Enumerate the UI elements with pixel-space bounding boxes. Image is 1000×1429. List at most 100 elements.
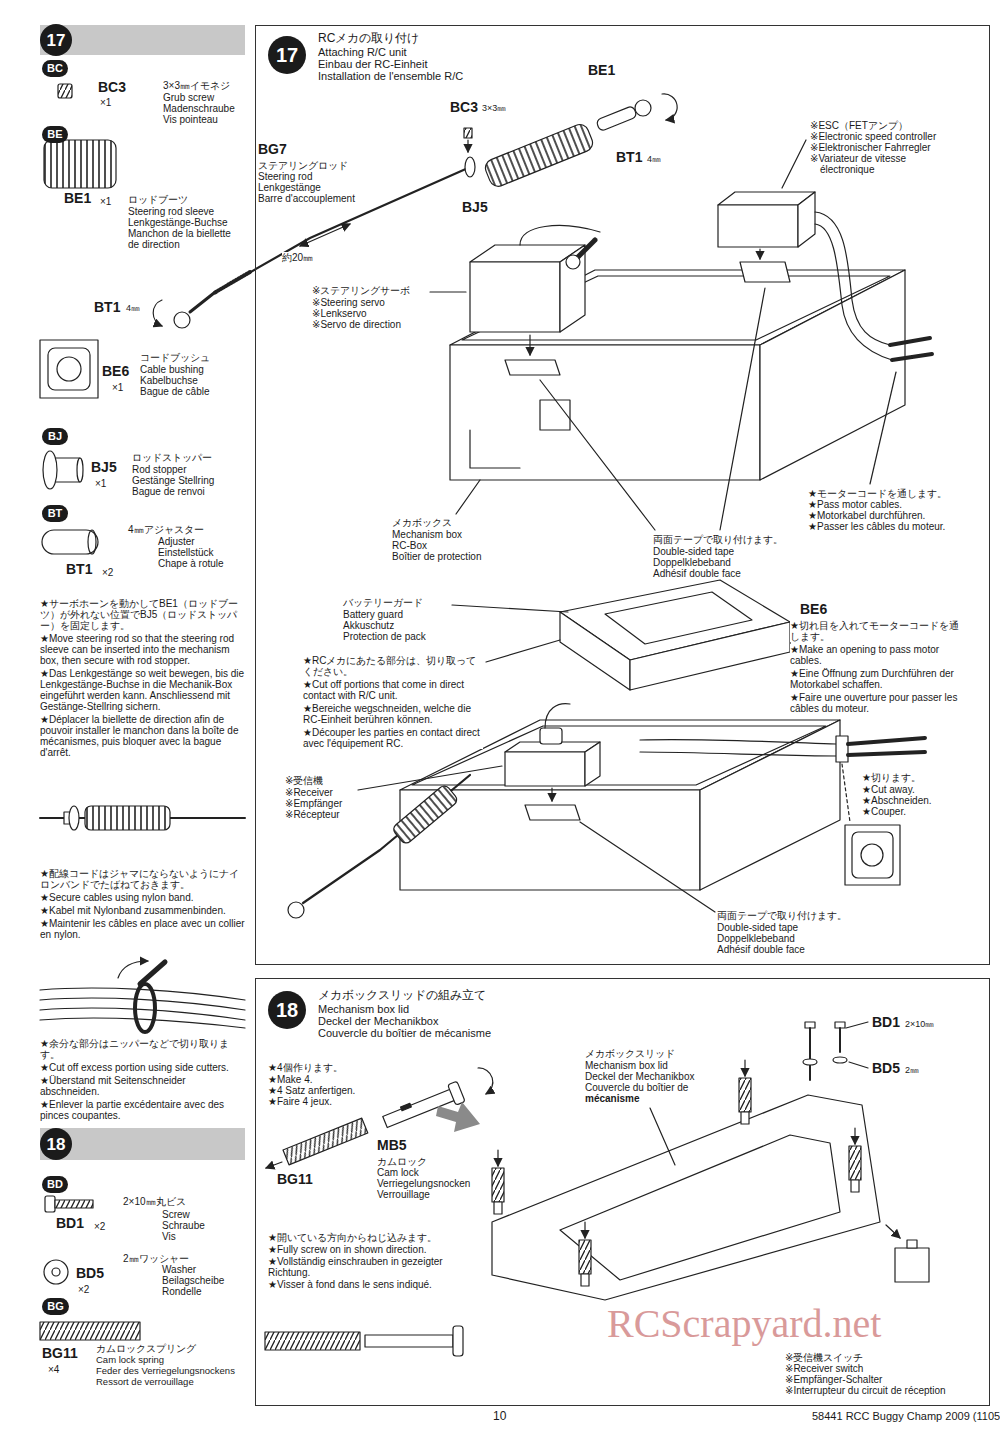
label-text: Protection de pack xyxy=(343,631,426,642)
label-text: Washer xyxy=(162,1264,196,1275)
part-code: BD5 xyxy=(872,1061,900,1076)
label-text: ※Receiver switch xyxy=(785,1363,863,1374)
label-text: ×1 xyxy=(95,478,106,489)
instruction-note: ★Maintenir les câbles en place avec un c… xyxy=(40,918,245,940)
leader-line xyxy=(540,380,655,530)
label-text: 4㎜ xyxy=(647,155,661,165)
section-band xyxy=(40,25,245,55)
leader-line xyxy=(580,822,715,912)
rod-stopper-icon xyxy=(43,451,57,489)
motor-cables xyxy=(848,752,925,755)
motor-cables xyxy=(640,739,836,744)
parts-bag-badge: BD xyxy=(42,1176,68,1193)
label-text: Lenkgestänge xyxy=(258,182,321,193)
part-code: BD1 xyxy=(56,1216,84,1231)
label-text: ※Empfänger-Schalter xyxy=(785,1374,882,1385)
nylon-band xyxy=(118,961,148,978)
leader-line xyxy=(849,1062,868,1068)
label-text: ★Motorkabel durchführen. xyxy=(808,510,925,521)
label-text: 2㎜ xyxy=(905,1066,919,1076)
label-text: 3×3㎜ xyxy=(482,104,506,114)
label-text: Bague de renvoi xyxy=(132,486,205,497)
washer-icon xyxy=(44,1260,68,1284)
leader-line xyxy=(456,480,480,514)
washer-icon xyxy=(52,1268,60,1276)
label-text: ※Interrupteur du circuit de réception xyxy=(785,1385,946,1396)
steering-rod xyxy=(391,784,459,846)
part-code: BE6 xyxy=(102,364,129,379)
part-code: BG7 xyxy=(258,142,287,157)
receiver-switch xyxy=(895,1248,929,1282)
label-text: メカボックス xyxy=(392,517,452,528)
screw xyxy=(809,1028,811,1080)
label-text: Boîtier de protection xyxy=(392,551,482,562)
leader-line xyxy=(846,1022,868,1028)
nylon-band xyxy=(40,961,245,1032)
part-code: BE1 xyxy=(588,63,615,78)
label-text: Adhésif double face xyxy=(653,568,741,579)
nylon-band xyxy=(40,1018,245,1028)
instruction-note: ★開いている方向からねじ込みます。 xyxy=(268,1232,463,1243)
rod-sleeve-icon xyxy=(44,140,116,188)
label-text: Verriegelungsnocken xyxy=(377,1178,470,1189)
spring-icon xyxy=(40,1322,140,1340)
instruction-note: ★Fully screw on in shown direction. xyxy=(268,1244,463,1255)
label-text: Rondelle xyxy=(162,1286,201,1297)
battery-guard xyxy=(560,580,790,690)
steering-rod xyxy=(153,168,468,328)
label-text: Einstellstück xyxy=(158,547,214,558)
label-text: Lenkgestänge-Buchse xyxy=(128,217,228,228)
label-text: Vis pointeau xyxy=(163,114,218,125)
label-text: ★Passer les câbles du moteur. xyxy=(808,521,945,532)
step-title: Installation de l'ensemble R/C xyxy=(318,70,463,82)
label-text: ×2 xyxy=(94,1221,105,1232)
label-text: Cable bushing xyxy=(140,364,204,375)
rod-sleeve xyxy=(483,122,595,189)
leader-line xyxy=(430,291,466,292)
instruction-note: ★Visser à fond dans le sens indiqué. xyxy=(268,1279,463,1290)
part-code: BT1 xyxy=(616,150,642,165)
steering-servo xyxy=(560,245,585,332)
badge-text: BE xyxy=(47,129,62,140)
label-text: Mechanism box lid xyxy=(585,1060,668,1071)
grub-screw xyxy=(464,128,472,138)
double-sided-tape xyxy=(759,249,760,259)
lid-post xyxy=(581,1274,589,1286)
instruction-note: ★Faire une ouverture pour passer les câb… xyxy=(790,692,962,714)
steering-servo xyxy=(470,262,560,332)
motor-cables xyxy=(640,752,836,756)
double-sided-tape xyxy=(505,249,790,375)
esc xyxy=(890,338,930,345)
label-text: ※Steering servo xyxy=(312,297,385,308)
nylon-band xyxy=(140,962,165,984)
label-text: ★モーターコードを通します。 xyxy=(808,488,947,499)
cam-lock xyxy=(381,1081,465,1132)
label-text: Vis xyxy=(162,1231,176,1242)
cam-lock xyxy=(381,1068,493,1132)
washer-icon xyxy=(44,1260,68,1284)
grub-screw-icon xyxy=(58,84,72,98)
part-code: BG11 xyxy=(277,1172,313,1187)
leader-line xyxy=(720,288,765,530)
label-text: ★Couper. xyxy=(862,806,906,817)
label-text: Double-sided tape xyxy=(653,546,734,557)
label-text: Cam lock xyxy=(377,1167,419,1178)
cam-lock xyxy=(401,1103,412,1110)
label-text: ※Lenkservo xyxy=(312,308,367,319)
label-text: ※ESC（FETアンプ） xyxy=(810,120,908,131)
part-code: BJ5 xyxy=(462,200,488,215)
label-text: Adhésif double face xyxy=(717,944,805,955)
label-text: ★切ります。 xyxy=(862,772,921,783)
rod-sleeve xyxy=(483,122,595,189)
label-text: Couvercle du boîtier de xyxy=(585,1082,688,1093)
esc xyxy=(718,205,798,247)
step-title: Mechanism box lid xyxy=(318,1003,409,1015)
step-title: RCメカの取り付け xyxy=(318,32,419,45)
label-text: ×1 xyxy=(112,382,123,393)
label-text: Cam lock spring xyxy=(96,1355,164,1365)
spring-icon xyxy=(40,1322,140,1340)
instruction-note: ★Das Lenkgestänge so weit bewegen, bis d… xyxy=(40,668,245,712)
step-title: Attaching R/C unit xyxy=(318,46,407,58)
lid-post xyxy=(851,1180,859,1192)
instruction-note: ★切れ目を入れてモーターコードを通します。 xyxy=(790,620,962,642)
